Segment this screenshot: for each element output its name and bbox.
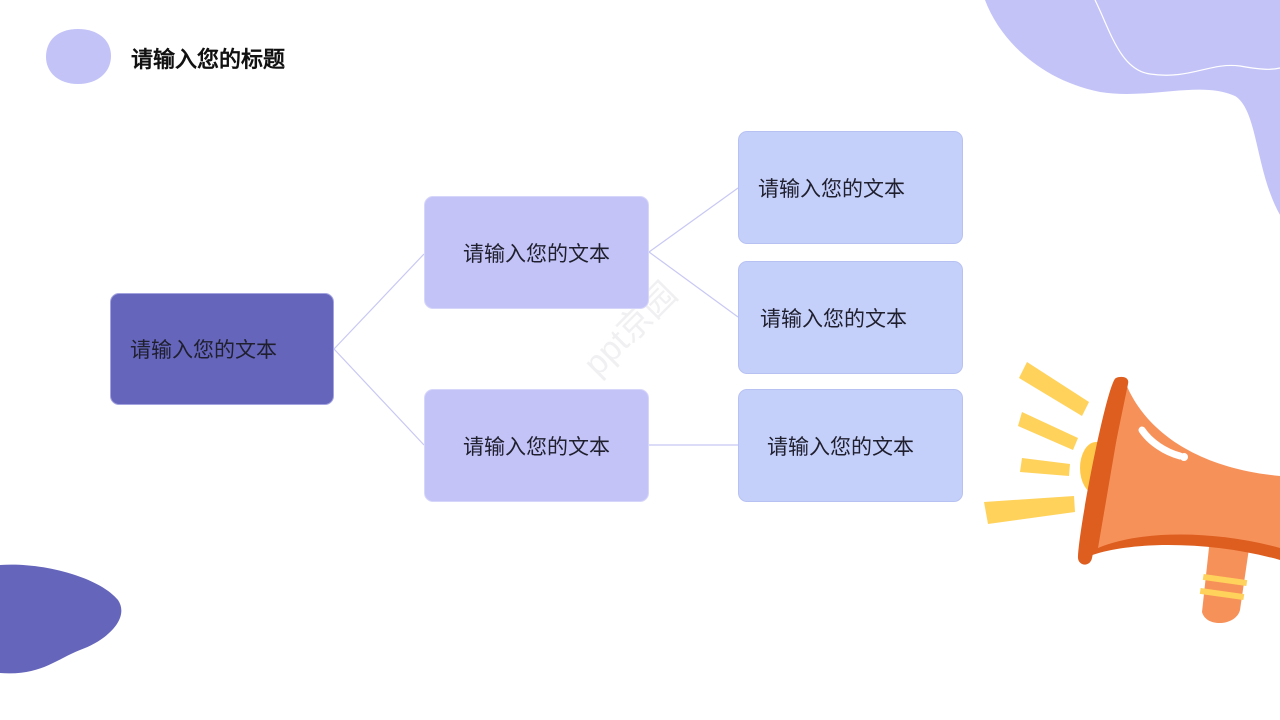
title-marker-blob <box>46 29 111 84</box>
burst-lines <box>984 362 1089 524</box>
bottom-left-blob <box>0 564 122 674</box>
leaf-node-2: 请输入您的文本 <box>738 261 963 374</box>
connector-branch-1-to-leaf-1 <box>648 187 739 253</box>
branch-node-2: 请输入您的文本 <box>424 389 649 502</box>
leaf-node-label: 请输入您的文本 <box>760 306 907 331</box>
branch-node-label: 请输入您的文本 <box>463 434 610 459</box>
leaf-node-3: 请输入您的文本 <box>738 389 963 502</box>
root-node-label: 请输入您的文本 <box>130 338 277 362</box>
leaf-node-label: 请输入您的文本 <box>758 176 905 201</box>
slide-title: 请输入您的标题 <box>131 47 286 73</box>
top-right-blob-line <box>1094 0 1280 76</box>
connector-root-to-branch-2 <box>333 348 425 446</box>
leaf-node-label: 请输入您的文本 <box>767 434 914 459</box>
connector-root-to-branch-1 <box>333 253 425 350</box>
leaf-node-1: 请输入您的文本 <box>738 131 963 244</box>
root-node: 请输入您的文本 <box>110 293 334 405</box>
top-right-blob <box>985 0 1280 215</box>
connector-branch-1-to-leaf-2 <box>648 251 739 318</box>
branch-node-label: 请输入您的文本 <box>463 241 610 266</box>
branch-node-1: 请输入您的文本 <box>424 196 649 309</box>
